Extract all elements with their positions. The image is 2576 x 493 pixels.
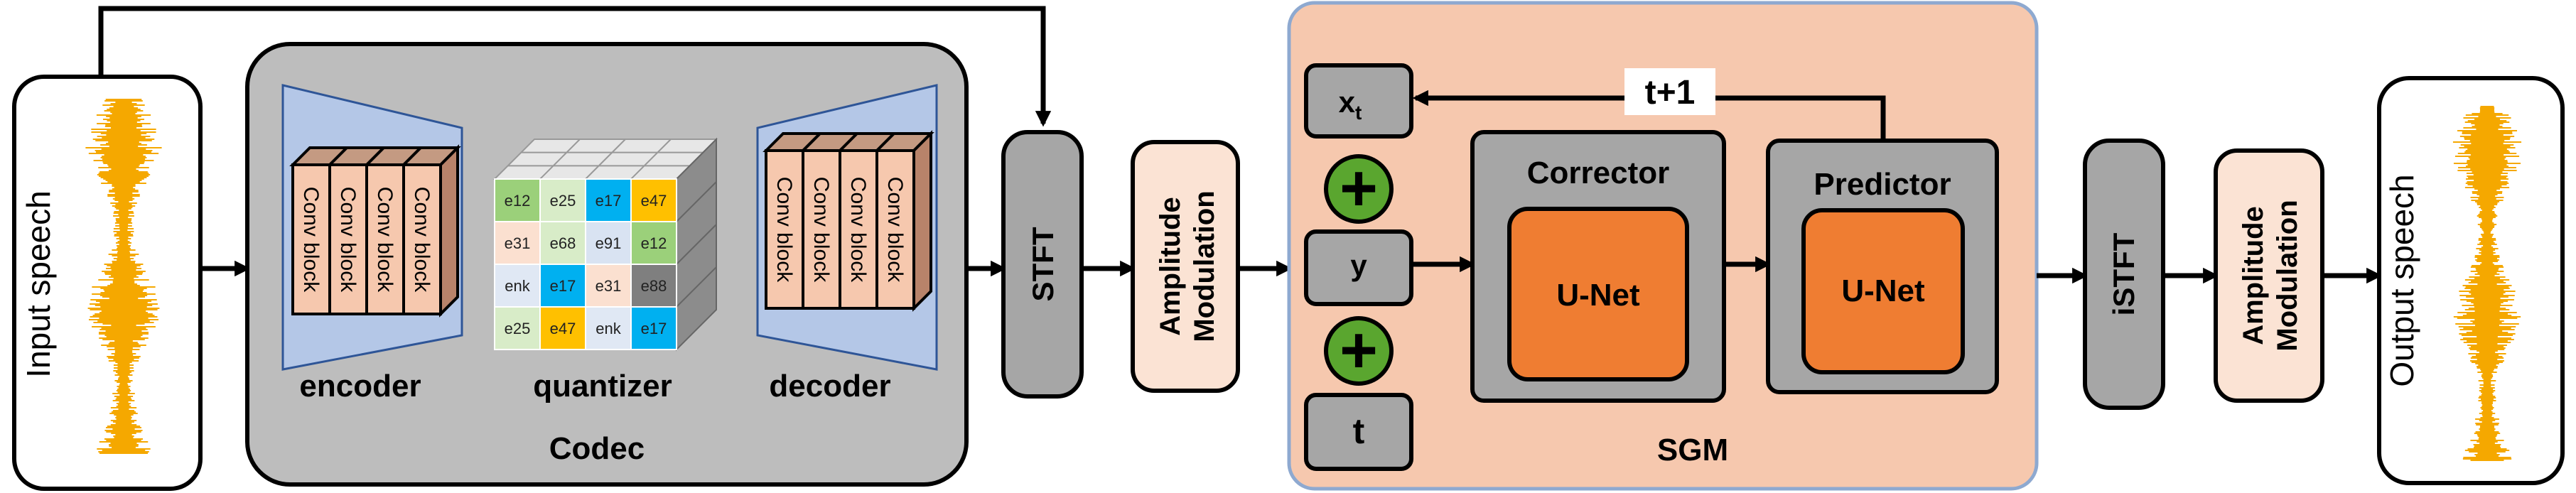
istft-label: iSTFT — [2107, 232, 2140, 315]
conv-block-label: Conv block — [299, 187, 323, 293]
sgm-label: SGM — [1657, 433, 1728, 467]
conv-block-label: Conv block — [336, 187, 360, 293]
predictor-unet-label: U-Net — [1841, 273, 1925, 308]
conv-block: Conv block — [400, 146, 461, 315]
conv-block-label: Conv block — [772, 177, 796, 283]
quantizer-cell: e68 — [539, 221, 586, 265]
y-label: y — [1350, 249, 1367, 282]
quantizer-cell-label: e47 — [641, 192, 667, 210]
decoder-blocks: Conv block Conv block Conv block Conv block — [762, 130, 934, 312]
conv-block: Conv block — [363, 146, 424, 315]
quantizer-cell-label: e47 — [550, 320, 576, 337]
quantizer-cell: e12 — [630, 221, 677, 265]
corrector-unet-label: U-Net — [1556, 278, 1640, 313]
quantizer-cell: enk — [494, 264, 541, 308]
quantizer-cell: e17 — [539, 264, 586, 308]
output-waveform-trace — [2452, 106, 2522, 461]
amp-mod-2-line1: Amplitude — [2238, 206, 2269, 345]
amp-mod-2-box — [2214, 148, 2324, 403]
quantizer-cell-label: e25 — [505, 320, 531, 337]
quantizer-cell: e88 — [630, 264, 677, 308]
xt-box — [1304, 63, 1413, 139]
quantizer-cell-label: e88 — [641, 277, 667, 295]
feedback-label-bg — [1624, 68, 1715, 115]
quantizer-cell-label: e17 — [596, 192, 622, 210]
quantizer-cell-label: e31 — [596, 277, 622, 295]
input-waveform-trace — [85, 99, 162, 454]
quantizer-cell-label: e68 — [550, 234, 576, 252]
conv-block-side — [439, 144, 459, 318]
quantizer-label: quantizer — [533, 369, 672, 403]
amp-mod-1-line1: Amplitude — [1155, 197, 1186, 336]
quantizer-cell: e25 — [539, 178, 586, 222]
quantizer-cell: e47 — [630, 178, 677, 222]
plus-2-glyph: + — [1340, 314, 1378, 386]
waveform-trace — [2452, 106, 2522, 461]
quantizer-cell: e31 — [585, 264, 632, 308]
input-speech-box — [12, 75, 203, 491]
predictor-to-xt-feedback-arrow — [1412, 90, 1886, 141]
conv-block: Conv block — [326, 146, 387, 315]
plus-1-glyph: + — [1340, 152, 1378, 224]
waveform-trace — [85, 99, 162, 454]
decoder-label: decoder — [769, 369, 890, 403]
conv-block: Conv block — [799, 132, 861, 310]
quantizer-cell: e31 — [494, 221, 541, 265]
quantizer-cell: enk — [585, 306, 632, 350]
conv-block-side — [912, 130, 932, 312]
plus-icon-2 — [1324, 316, 1394, 386]
y-box — [1304, 229, 1413, 306]
predictor-unet-box — [1801, 208, 1965, 374]
t-box — [1304, 393, 1413, 471]
quantizer-cell-label: e12 — [505, 192, 531, 210]
quantizer-cell-label: e25 — [550, 192, 576, 210]
stft-box — [1001, 130, 1084, 399]
encoder-label: encoder — [299, 369, 421, 403]
corrector-label: Corrector — [1527, 156, 1670, 190]
quantizer-cell: e91 — [585, 221, 632, 265]
codec-label: Codec — [549, 431, 645, 466]
quantizer-cell: e47 — [539, 306, 586, 350]
quantizer-cell: e12 — [494, 178, 541, 222]
conv-block-label: Conv block — [809, 177, 833, 283]
quantizer-cell-label: enk — [505, 277, 530, 295]
conv-block-label: Conv block — [410, 187, 433, 293]
xt-label: xt — [1339, 85, 1362, 124]
quantizer-cell: e17 — [585, 178, 632, 222]
quantizer-cell-label: e17 — [641, 320, 667, 337]
conv-block: Conv block — [762, 132, 824, 310]
quantizer-cell: e17 — [630, 306, 677, 350]
quantizer-cell-label: e31 — [505, 234, 531, 252]
conv-block: Conv block — [836, 132, 898, 310]
input-waveform — [85, 99, 162, 454]
conv-block: Conv block — [873, 132, 934, 310]
encoder-blocks: Conv block Conv block Conv block Conv block — [289, 144, 461, 318]
predictor-label: Predictor — [1814, 167, 1951, 202]
feedback-label: t+1 — [1645, 74, 1696, 112]
t-label: t — [1353, 411, 1365, 451]
conv-block: Conv block — [289, 146, 350, 315]
output-speech-label: Output speech — [2383, 174, 2420, 386]
quantizer-cell: e25 — [494, 306, 541, 350]
output-waveform — [2452, 106, 2522, 461]
quantizer-cube: e12 e25 e17 e47 e31 e68 e91 e12 enk e17 e31 e88 e25 e… — [492, 137, 718, 352]
amp-mod-2-line2: Modulation — [2272, 200, 2303, 351]
quantizer-cell-label: e12 — [641, 234, 667, 252]
xt-subscript: t — [1355, 102, 1362, 124]
conv-block-label: Conv block — [373, 187, 397, 293]
corrector-unet-box — [1507, 207, 1689, 381]
conv-block-label: Conv block — [883, 177, 907, 283]
quantizer-cell-label: e17 — [550, 277, 576, 295]
amp-mod-1-line2: Modulation — [1189, 190, 1220, 342]
conv-block-label: Conv block — [846, 177, 870, 283]
input-to-stft-bypass-arrow — [98, 6, 1052, 127]
plus-icon-1 — [1324, 154, 1394, 224]
input-speech-label: Input speech — [20, 190, 57, 377]
stft-label: STFT — [1026, 227, 1060, 301]
quantizer-cell-label: e91 — [596, 234, 622, 252]
quantizer-cell-label: enk — [596, 320, 621, 337]
